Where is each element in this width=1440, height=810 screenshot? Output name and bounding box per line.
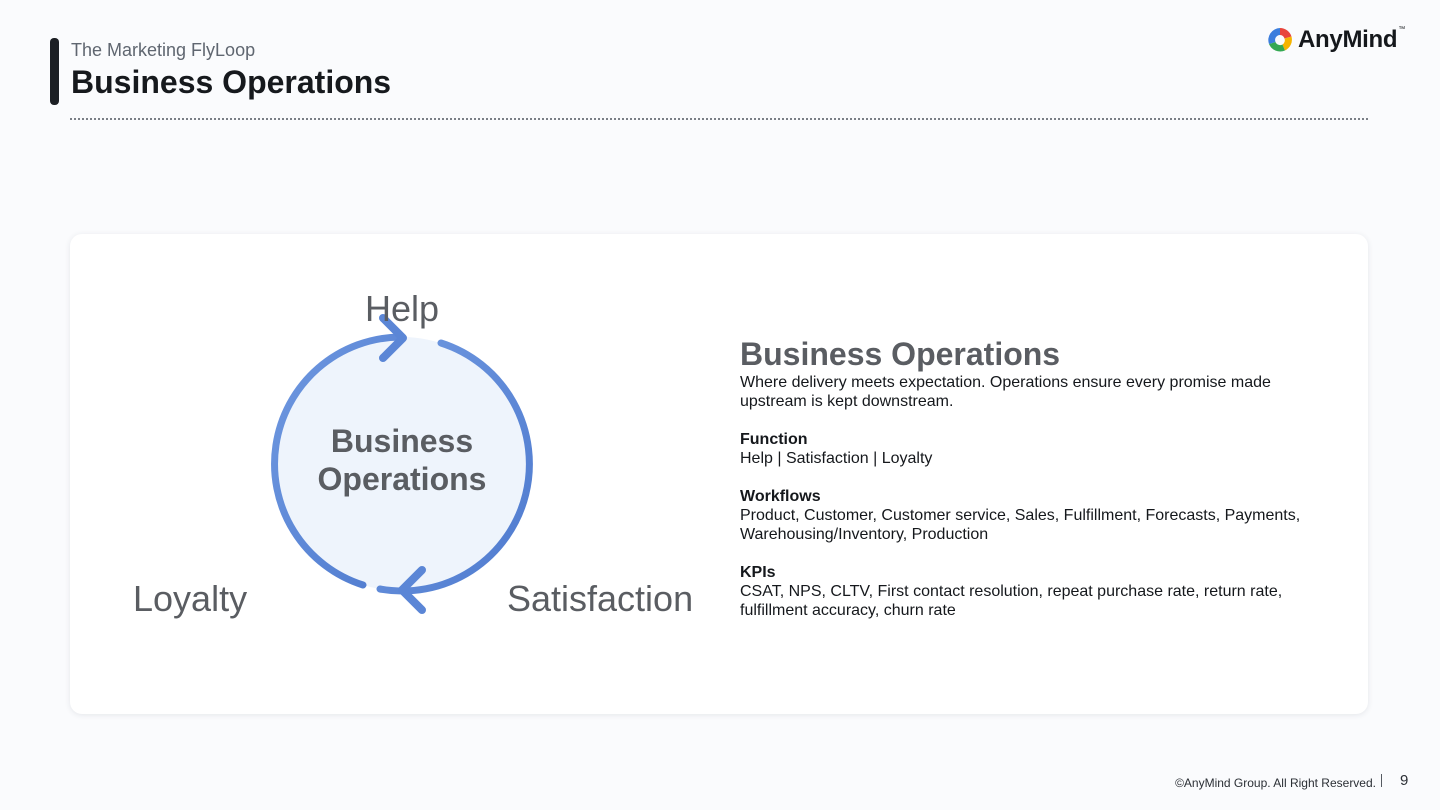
cycle-arrowhead-bottom <box>398 566 426 614</box>
kpis-heading: KPIs <box>740 564 776 581</box>
logo-wordmark: AnyMind <box>1298 26 1398 53</box>
cycle-circle-fill <box>275 337 529 591</box>
cycle-arc-right <box>376 339 533 595</box>
cycle-arrowhead-top <box>379 314 407 362</box>
stage-label-satisfaction: Satisfaction <box>507 578 694 619</box>
kpis-text: CSAT, NPS, CLTV, First contact resolutio… <box>740 583 1283 619</box>
function-heading: Function <box>740 431 808 448</box>
anymind-logo-icon <box>1268 27 1292 52</box>
logo-trademark: ™ <box>1398 26 1406 33</box>
info-description: Where delivery meets expectation. Operat… <box>740 374 1271 410</box>
page-title: Business Operations <box>71 64 392 100</box>
title-accent-bar <box>50 38 59 105</box>
workflows-text: Product, Customer, Customer service, Sal… <box>740 507 1301 543</box>
workflows-heading: Workflows <box>740 488 821 505</box>
info-panel: Business Operations Where delivery meets… <box>740 335 1340 620</box>
anymind-logo: AnyMind ™ <box>1266 24 1405 56</box>
stage-label-loyalty: Loyalty <box>133 578 248 619</box>
flyloop-cycle-diagram <box>271 314 533 614</box>
function-text: Help | Satisfaction | Loyalty <box>740 450 933 467</box>
page-number: 9 <box>1400 772 1409 789</box>
section-subtitle: The Marketing FlyLoop <box>71 40 256 60</box>
stage-label-help: Help <box>365 288 440 329</box>
info-title: Business Operations <box>740 336 1061 372</box>
footer-separator <box>1381 774 1382 787</box>
footer-copyright: ©AnyMind Group. All Right Reserved. <box>1175 776 1376 790</box>
title-divider <box>70 118 1368 120</box>
cycle-arc-left <box>271 333 404 589</box>
